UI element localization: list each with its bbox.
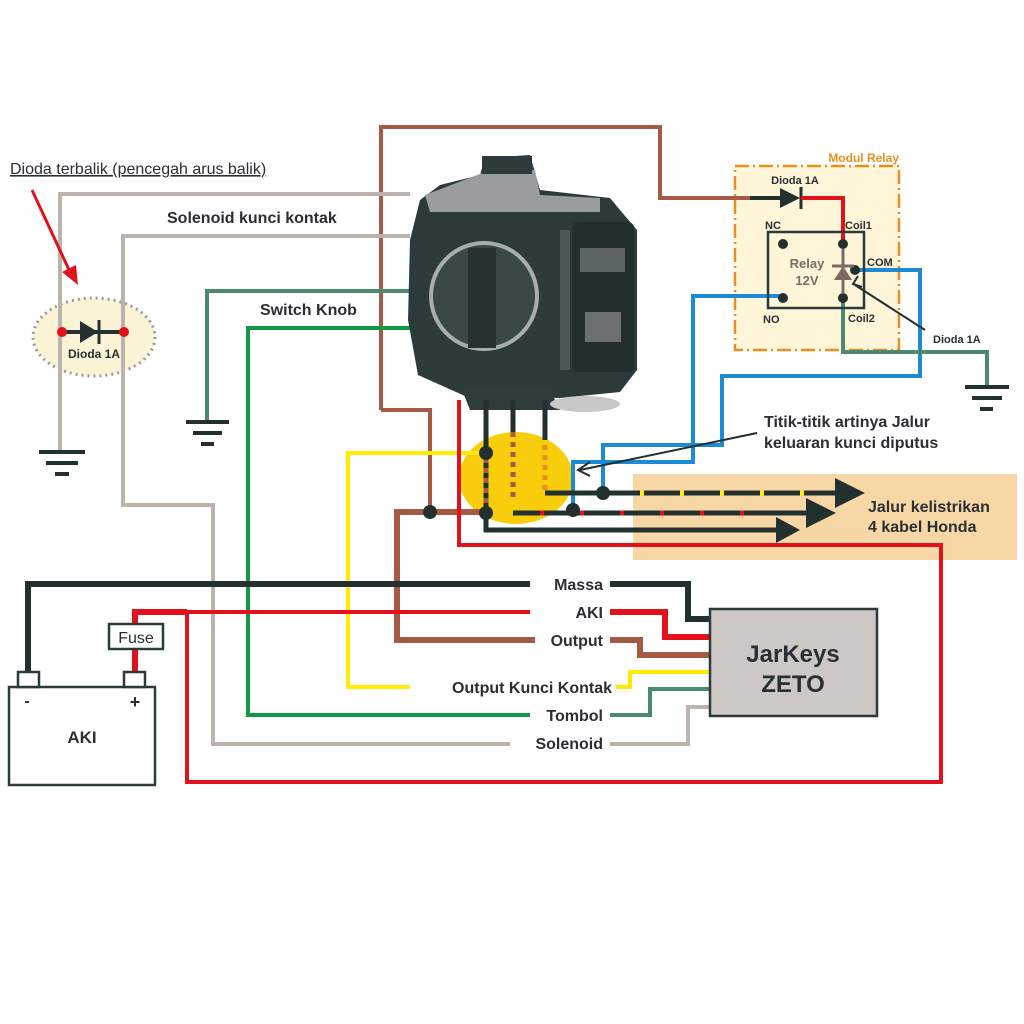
module-wire-label-massa: Massa [554, 577, 603, 594]
no-label: NO [763, 314, 780, 326]
arrow-1 [835, 478, 865, 508]
reverse-diode-pointer-head [62, 265, 78, 285]
fuse-label: Fuse [118, 630, 154, 647]
ground-icon [39, 450, 85, 476]
module-output-link [610, 637, 710, 658]
no-terminal [778, 293, 788, 303]
blue-wire-no [571, 294, 780, 510]
coil1-label: Coil1 [845, 220, 872, 232]
reverse-diode-highlight [31, 296, 157, 378]
diode-pointer-line [854, 284, 926, 331]
jalur-line2: 4 kabel Honda [868, 519, 977, 536]
diode-pointer-arrowhead [851, 275, 863, 288]
module-wire-label-output: Output [551, 633, 604, 650]
cut-pointer-arrowhead [576, 461, 591, 477]
module-wire-label-aki: AKI [575, 605, 603, 622]
brown-wire-switch [381, 408, 432, 512]
output-kunci-kontak-wire [346, 451, 486, 689]
module-name-line2: ZETO [761, 671, 825, 698]
grey-wire-diode [58, 192, 410, 450]
reverse-diode-node-left [57, 327, 67, 337]
jalur-line1: Jalur kelistrikan [868, 499, 990, 516]
coil1-red-wire [801, 196, 845, 243]
coil2-label: Coil2 [848, 313, 875, 325]
junction-dot [479, 446, 493, 460]
tombol-wire [246, 326, 530, 717]
reverse-diode-node-right [119, 327, 129, 337]
coil2-ground-wire [841, 298, 989, 385]
relay-name-line2: 12V [795, 273, 818, 288]
brown-wire-relay [379, 125, 780, 410]
cut-pointer-line [579, 432, 758, 471]
module-wire-label-solenoid: Solenoid [535, 736, 603, 753]
module-solenoid-link [610, 705, 710, 746]
module-name-line1: JarKeys [746, 641, 839, 668]
ground-icon [965, 385, 1009, 411]
battery [7, 685, 157, 787]
battery-positive-terminal [122, 670, 147, 689]
junction-dot [423, 505, 437, 519]
relay-diode-symbol [780, 188, 800, 208]
cut-note-line2: keluaran kunci diputus [764, 435, 938, 452]
junction-dot [479, 506, 493, 520]
reverse-diode-pointer [30, 189, 72, 273]
arrow-3 [776, 517, 800, 543]
coil-diode-symbol [834, 266, 852, 280]
jarkeys-module [708, 607, 879, 718]
battery-plus-label: + [130, 692, 141, 712]
blue-wire-com [601, 268, 922, 493]
relay-side-diode-label: Dioda 1A [933, 334, 981, 346]
fuse [107, 622, 165, 651]
module-kunci-link [616, 670, 710, 689]
battery-negative-terminal [16, 670, 41, 689]
junction-dot [566, 503, 580, 517]
battery-label: AKI [67, 728, 96, 747]
relay-box [766, 230, 866, 310]
massa-wire [25, 581, 530, 672]
com-label: COM [867, 257, 893, 269]
ground-icon [186, 420, 229, 446]
switch-knob-ground-wire [205, 289, 410, 420]
coil2-terminal [838, 293, 848, 303]
ignition-switch-image [408, 155, 637, 412]
aki-positive-wire [132, 609, 187, 672]
reverse-diode-label: Dioda 1A [68, 347, 120, 361]
cut-note-line1: Titik-titik artinya Jalur [764, 414, 930, 431]
module-tombol-link [610, 687, 710, 717]
coil1-terminal [838, 239, 848, 249]
module-aki-link [610, 609, 710, 640]
relay-diode-label: Dioda 1A [771, 175, 819, 187]
battery-minus-label: - [24, 693, 29, 710]
reverse-diode-symbol [80, 321, 98, 343]
solenoid-wire [121, 234, 510, 746]
module-wire-label-tombol: Tombol [546, 708, 603, 725]
relay-name-line1: Relay [790, 256, 825, 271]
nc-label: NC [765, 220, 781, 232]
module-massa-link [610, 581, 710, 622]
modul-relay-label: Modul Relay [828, 151, 899, 165]
nc-terminal [778, 239, 788, 249]
reverse-diode-title: Dioda terbalik (pencegah arus balik) [10, 161, 266, 178]
module-wire-label-output-kunci-kontak: Output Kunci Kontak [452, 680, 612, 697]
output-wire [394, 509, 535, 643]
solenoid-kunci-kontak-label: Solenoid kunci kontak [167, 210, 337, 227]
switch-knob-label: Switch Knob [260, 302, 357, 319]
junction-dot [596, 486, 610, 500]
arrow-2 [806, 498, 836, 528]
